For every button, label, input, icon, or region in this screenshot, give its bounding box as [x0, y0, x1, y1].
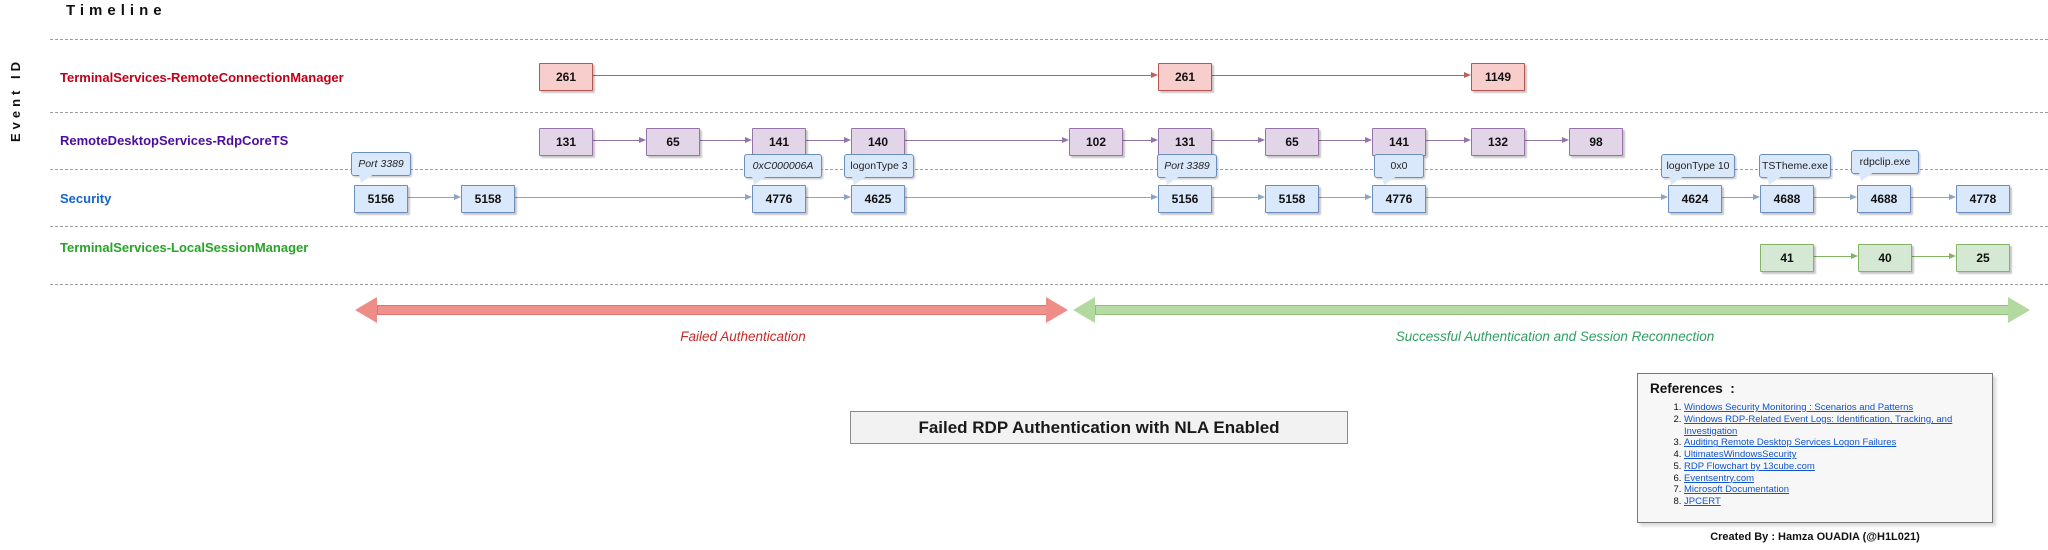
- list-item: Windows RDP-Related Event Logs: Identifi…: [1684, 414, 1982, 438]
- callout-logontype-10: logonType 10: [1661, 154, 1735, 178]
- callout-rdpclip-exe: rdpclip.exe: [1851, 150, 1919, 174]
- connector-arrow: [513, 193, 752, 200]
- connector-arrow: [1720, 193, 1760, 200]
- reference-link[interactable]: RDP Flowchart by 13cube.com: [1684, 460, 1815, 472]
- connector-arrow: [1910, 252, 1956, 259]
- failed-phase-arrow: [377, 305, 1049, 315]
- row-label-remoteconnectionmanager: TerminalServices-RemoteConnectionManager: [60, 70, 344, 85]
- event-box: 141: [1372, 128, 1426, 156]
- reference-link[interactable]: Windows RDP-Related Event Logs: Identifi…: [1684, 413, 1953, 437]
- reference-link[interactable]: JPCERT: [1684, 496, 1721, 508]
- connector-arrow: [903, 136, 1069, 143]
- event-box: 4778: [1956, 185, 2010, 213]
- event-box: 261: [1158, 63, 1212, 91]
- event-box: 5156: [1158, 185, 1212, 213]
- callout-logontype-3: logonType 3: [844, 154, 914, 178]
- list-item: Windows Security Monitoring : Scenarios …: [1684, 402, 1982, 414]
- list-item: Microsoft Documentation: [1684, 484, 1982, 496]
- row-label-localsessionmanager: TerminalServices-LocalSessionManager: [60, 240, 309, 255]
- references-list: Windows Security Monitoring : Scenarios …: [1650, 402, 1982, 508]
- connector-arrow: [1317, 136, 1372, 143]
- success-phase-arrow-right-head: [2008, 297, 2030, 323]
- connector-arrow: [1317, 193, 1372, 200]
- event-box: 41: [1760, 244, 1814, 272]
- connector-arrow: [1424, 136, 1471, 143]
- connector-arrow: [804, 136, 851, 143]
- event-box: 4624: [1668, 185, 1722, 213]
- connector-arrow: [1523, 136, 1569, 143]
- event-box: 4776: [1372, 185, 1426, 213]
- connector-arrow: [591, 71, 1158, 78]
- connector-arrow: [1909, 193, 1956, 200]
- event-box: 5158: [1265, 185, 1319, 213]
- list-item: UltimatesWindowsSecurity: [1684, 449, 1982, 461]
- row-separator: [50, 39, 2048, 40]
- row-separator: [50, 284, 2048, 285]
- callout-port-3389: Port 3389: [351, 152, 411, 176]
- reference-link[interactable]: Auditing Remote Desktop Services Logon F…: [1684, 437, 1897, 449]
- row-separator: [50, 226, 2048, 227]
- reference-link[interactable]: UltimatesWindowsSecurity: [1684, 449, 1797, 461]
- diagram-caption: Failed RDP Authentication with NLA Enabl…: [850, 411, 1348, 444]
- success-phase-arrow: [1095, 305, 2010, 315]
- connector-arrow: [903, 193, 1158, 200]
- event-box: 65: [1265, 128, 1319, 156]
- event-box: 5156: [354, 185, 408, 213]
- page-title: Timeline: [66, 2, 167, 19]
- event-box: 4776: [752, 185, 806, 213]
- event-box: 131: [539, 128, 593, 156]
- y-axis-label: Event ID: [8, 58, 23, 143]
- failed-phase-label: Failed Authentication: [680, 329, 806, 344]
- event-box: 4688: [1857, 185, 1911, 213]
- failed-phase-arrow-left-head: [355, 297, 377, 323]
- connector-arrow: [1210, 136, 1265, 143]
- event-box: 40: [1858, 244, 1912, 272]
- references-heading: References :: [1650, 381, 1735, 396]
- reference-link[interactable]: Eventsentry.com: [1684, 472, 1755, 484]
- failed-phase-arrow-right-head: [1046, 297, 1068, 323]
- row-separator: [50, 169, 2048, 170]
- event-box: 141: [752, 128, 806, 156]
- connector-arrow: [1812, 193, 1857, 200]
- callout-tstheme-exe: TSTheme.exe: [1759, 154, 1831, 178]
- list-item: RDP Flowchart by 13cube.com: [1684, 461, 1982, 473]
- connector-arrow: [698, 136, 752, 143]
- callout-port-3389: Port 3389: [1157, 154, 1217, 178]
- event-box: 132: [1471, 128, 1525, 156]
- event-box: 140: [851, 128, 905, 156]
- connector-arrow: [1210, 71, 1471, 78]
- event-box: 261: [539, 63, 593, 91]
- connector-arrow: [804, 193, 851, 200]
- reference-link[interactable]: Microsoft Documentation: [1684, 484, 1790, 496]
- success-phase-arrow-left-head: [1073, 297, 1095, 323]
- connector-arrow: [1121, 136, 1158, 143]
- connector-arrow: [1812, 252, 1858, 259]
- event-box: 4688: [1760, 185, 1814, 213]
- reference-link[interactable]: Windows Security Monitoring : Scenarios …: [1684, 402, 1914, 413]
- list-item: Eventsentry.com: [1684, 473, 1982, 485]
- list-item: JPCERT: [1684, 496, 1982, 508]
- row-separator: [50, 112, 2048, 113]
- event-box: 131: [1158, 128, 1212, 156]
- credit-line: Created By : Hamza OUADIA (@H1L021): [1710, 531, 1920, 543]
- connector-arrow: [1210, 193, 1265, 200]
- event-box: 5158: [461, 185, 515, 213]
- connector-arrow: [1424, 193, 1668, 200]
- event-box: 102: [1069, 128, 1123, 156]
- success-phase-label: Successful Authentication and Session Re…: [1395, 329, 1715, 344]
- connector-arrow: [591, 136, 646, 143]
- row-label-security: Security: [60, 191, 112, 206]
- event-box: 25: [1956, 244, 2010, 272]
- list-item: Auditing Remote Desktop Services Logon F…: [1684, 437, 1982, 449]
- event-box: 1149: [1471, 63, 1525, 91]
- callout-0xc000006a: 0xC000006A: [744, 154, 822, 178]
- event-box: 4625: [851, 185, 905, 213]
- connector-arrow: [406, 193, 461, 200]
- references-panel: References : Windows Security Monitoring…: [1637, 373, 1993, 523]
- row-label-rdpcorets: RemoteDesktopServices-RdpCoreTS: [60, 133, 289, 148]
- event-box: 98: [1569, 128, 1623, 156]
- callout-0x0: 0x0: [1374, 154, 1424, 178]
- event-box: 65: [646, 128, 700, 156]
